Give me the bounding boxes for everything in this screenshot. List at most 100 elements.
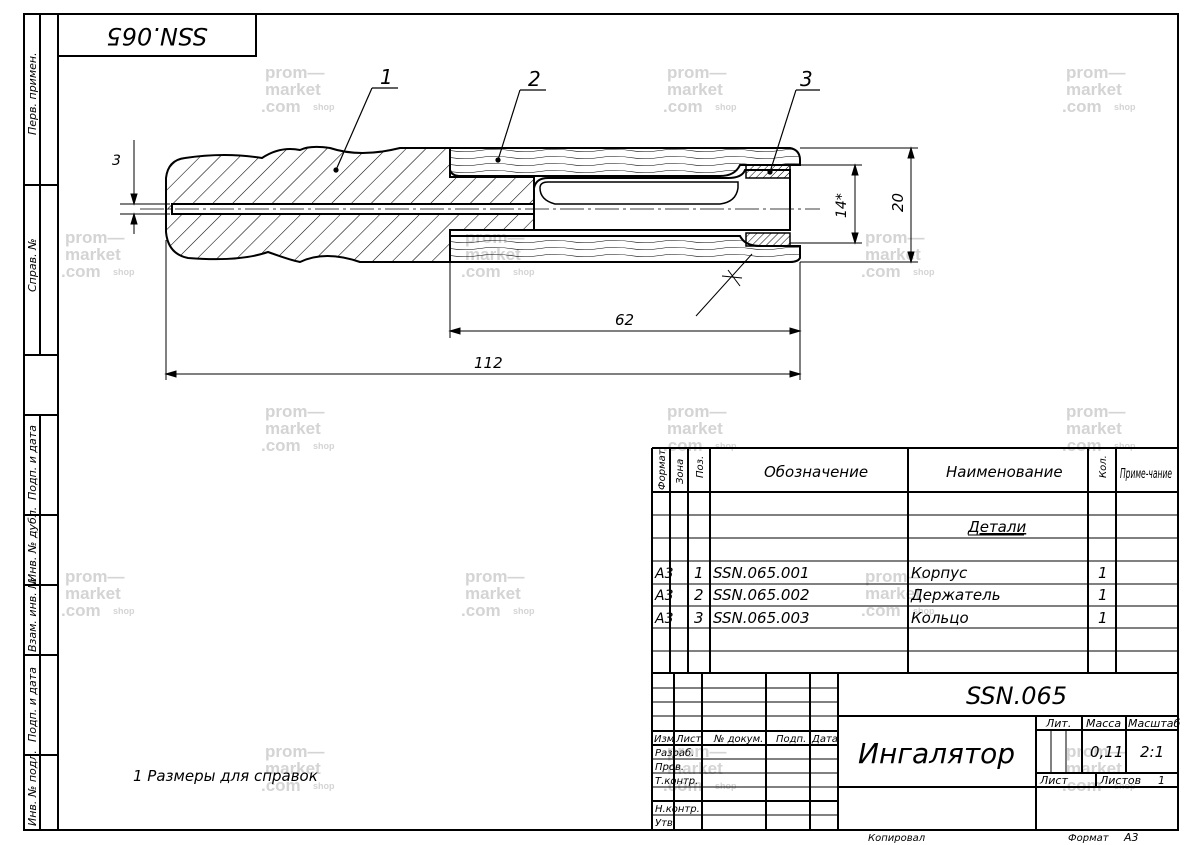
strip-label-podp1: Подп. и дата: [26, 425, 39, 500]
svg-text:.com: .com: [861, 601, 901, 620]
svg-text:SSN.065.003: SSN.065.003: [713, 609, 810, 627]
svg-text:А3: А3: [654, 566, 673, 582]
table-row: А3 2 SSN.065.002 Держатель 1: [654, 586, 1108, 604]
spec-header-zone: Зона: [675, 459, 686, 484]
svg-text:shop: shop: [1114, 441, 1136, 451]
svg-text:.com: .com: [1062, 436, 1102, 455]
holder-top: [449, 147, 801, 177]
dim-3: 3: [112, 153, 121, 169]
svg-text:prom—: prom—: [265, 402, 325, 421]
part-section-view: [140, 145, 820, 264]
svg-text:shop: shop: [313, 441, 335, 451]
role-utv: Утв.: [655, 818, 676, 829]
spec-rows: А3 1 SSN.065.001 Корпус 1 А3 2 SSN.065.0…: [654, 564, 1108, 627]
balloon-3: 3: [800, 67, 813, 91]
svg-text:А3: А3: [654, 611, 673, 627]
svg-text:market: market: [65, 245, 121, 264]
hdr-sign: Подп.: [776, 734, 806, 745]
table-row: А3 1 SSN.065.001 Корпус 1: [654, 564, 1108, 582]
role-razrab: Разраб.: [655, 747, 694, 759]
svg-text:.com: .com: [663, 776, 703, 795]
svg-text:shop: shop: [715, 102, 737, 112]
svg-text:market: market: [1066, 80, 1122, 99]
balloon-2: 2: [528, 67, 541, 91]
code-box: [57, 13, 257, 57]
svg-text:.com: .com: [61, 601, 101, 620]
svg-text:prom—: prom—: [667, 402, 727, 421]
spec-header-name: Наименование: [946, 463, 1063, 481]
svg-text:.com: .com: [663, 436, 703, 455]
mass-label: Масса: [1086, 717, 1121, 730]
side-strip: [23, 14, 58, 830]
svg-text:1: 1: [694, 564, 704, 582]
spec-header-format: Формат: [657, 448, 668, 490]
svg-text:Кольцо: Кольцо: [911, 609, 969, 627]
svg-text:prom—: prom—: [865, 567, 925, 586]
role-prov: Пров.: [655, 762, 684, 773]
sheet-border: [23, 13, 1179, 831]
svg-text:market: market: [667, 80, 723, 99]
svg-text:shop: shop: [313, 102, 335, 112]
role-nkontr: Н.контр.: [655, 804, 700, 815]
svg-text:SSN.065.002: SSN.065.002: [713, 586, 810, 604]
code-rotated: SSN.065: [106, 22, 207, 50]
strip-label-perv: Перв. примен.: [26, 52, 39, 135]
note-text: 1 Размеры для справок: [133, 767, 318, 785]
dimensions: [120, 140, 918, 380]
svg-text:.com: .com: [861, 262, 901, 281]
hdr-date: Дата: [811, 734, 838, 745]
svg-text:shop: shop: [715, 441, 737, 451]
svg-text:.com: .com: [261, 776, 301, 795]
svg-text:prom—: prom—: [1066, 63, 1126, 82]
role-tkontr: Т.контр.: [655, 776, 698, 787]
copied-label: Копировал: [868, 833, 926, 844]
hdr-list: Лист: [675, 734, 703, 745]
svg-text:prom—: prom—: [667, 63, 727, 82]
svg-text:shop: shop: [715, 781, 737, 791]
svg-text:prom—: prom—: [265, 742, 325, 761]
mass-value: 0,11: [1090, 743, 1123, 761]
svg-text:SSN.065.001: SSN.065.001: [713, 564, 810, 582]
sheet-label: Лист: [1039, 774, 1068, 787]
svg-text:3: 3: [694, 609, 704, 627]
svg-text:market: market: [265, 759, 321, 778]
svg-text:.com: .com: [1062, 776, 1102, 795]
svg-text:Корпус: Корпус: [911, 564, 968, 582]
svg-text:market: market: [465, 584, 521, 603]
title-code: SSN.065: [966, 682, 1067, 710]
svg-text:prom—: prom—: [65, 567, 125, 586]
table-row: А3 3 SSN.065.003 Кольцо 1: [654, 609, 1108, 627]
inner-cavity: [533, 169, 791, 231]
svg-text:shop: shop: [913, 606, 935, 616]
svg-text:shop: shop: [1114, 102, 1136, 112]
hdr-izm: Изм: [654, 734, 675, 745]
title-block-grid: [652, 673, 1178, 830]
svg-text:shop: shop: [913, 267, 935, 277]
svg-text:market: market: [667, 419, 723, 438]
strip-label-sprav: Справ. №: [26, 238, 39, 292]
svg-text:.com: .com: [461, 601, 501, 620]
svg-text:.com: .com: [261, 436, 301, 455]
svg-text:.com: .com: [461, 262, 501, 281]
strip-label-inv-podl: Инв. № подл.: [26, 750, 39, 826]
svg-text:Держатель: Держатель: [910, 586, 1001, 604]
svg-text:prom—: prom—: [1066, 402, 1126, 421]
sheets-value: 1: [1158, 774, 1165, 787]
lit-label: Лит.: [1045, 717, 1071, 730]
svg-text:prom—: prom—: [865, 228, 925, 247]
svg-text:.com: .com: [261, 97, 301, 116]
svg-text:.com: .com: [61, 262, 101, 281]
svg-text:А3: А3: [654, 588, 673, 604]
strip-label-podp2: Подп. и дата: [26, 667, 39, 742]
svg-text:prom—: prom—: [265, 63, 325, 82]
scale-label: Масштаб: [1128, 717, 1180, 730]
svg-text:shop: shop: [113, 267, 135, 277]
balloons: [333, 87, 820, 175]
hdr-doc: № докум.: [713, 734, 763, 745]
dim-14: 14*: [834, 193, 850, 218]
svg-text:1: 1: [1098, 564, 1108, 582]
svg-text:prom—: prom—: [65, 228, 125, 247]
svg-text:1: 1: [1098, 609, 1108, 627]
svg-text:prom—: prom—: [465, 567, 525, 586]
